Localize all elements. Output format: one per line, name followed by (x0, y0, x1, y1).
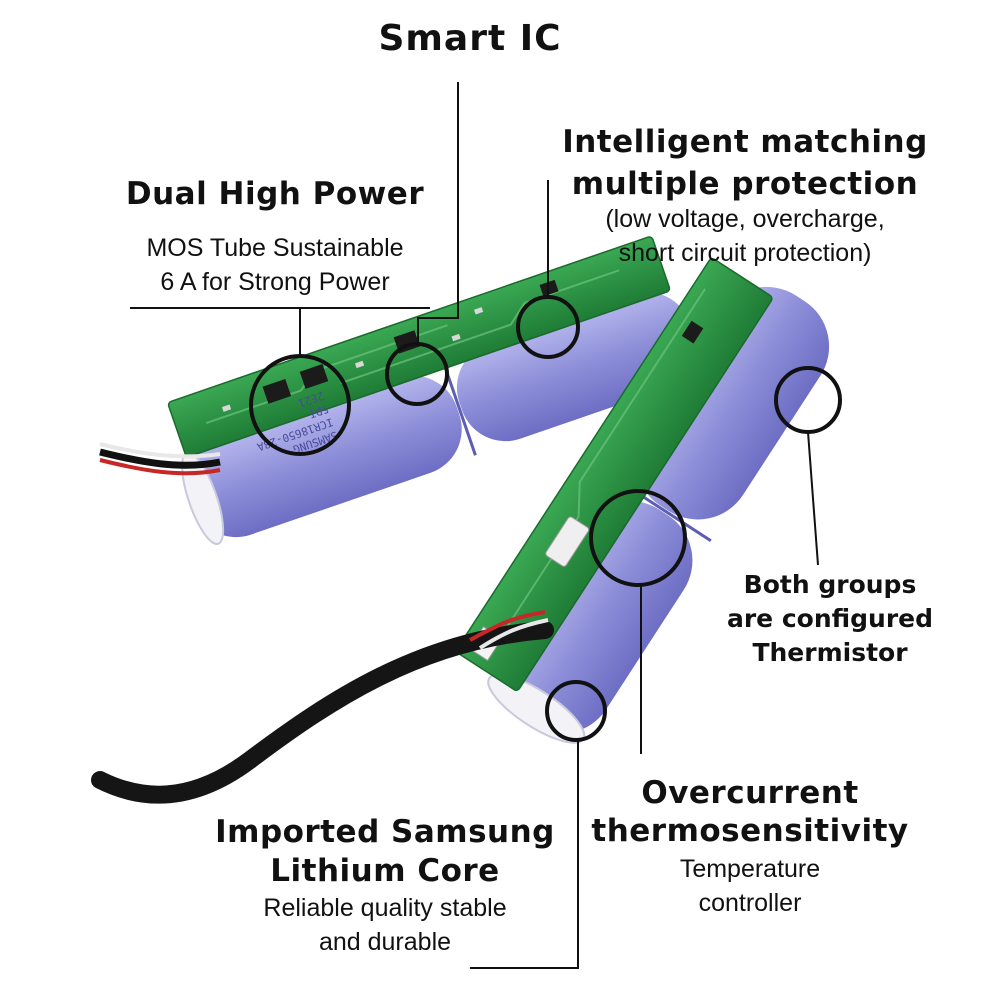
callout-circle-overcurrent (589, 489, 687, 587)
label-intelligent-matching-title2: multiple protection (571, 166, 919, 202)
label-dual-high-power-title: Dual High Power (125, 176, 425, 212)
cell-seam (442, 363, 477, 456)
label-samsung-title2: Lithium Core (270, 853, 500, 889)
callout-circle-cell-end (545, 680, 607, 742)
label-overcurrent-line1: Temperature (679, 855, 821, 883)
label-dual-high-power-line1: MOS Tube Sustainable (146, 234, 404, 262)
smd-component (451, 333, 461, 342)
label-thermistor-line1: Both groups (743, 570, 917, 599)
label-samsung-line2: and durable (318, 928, 452, 956)
label-overcurrent-line2: controller (698, 889, 802, 917)
smd-component (354, 360, 365, 369)
label-samsung-line1: Reliable quality stable (263, 894, 507, 922)
smd-component (473, 307, 484, 315)
pcb-traces-bottom (496, 288, 706, 644)
top-cable-wires (99, 448, 221, 469)
leader-thermistor (807, 431, 819, 566)
smd-component (221, 404, 232, 412)
label-intelligent-matching-line1: (low voltage, overcharge, (605, 205, 885, 233)
cell-1 (187, 375, 462, 538)
mos-chip-1 (262, 378, 292, 404)
top-cable-white-wire (99, 442, 221, 459)
label-samsung-title1: Imported Samsung (215, 814, 555, 850)
bottom-cable (91, 621, 554, 804)
top-cable-red-wire (99, 458, 221, 476)
bottom-cable-white-wire (478, 618, 549, 650)
cell-4 (635, 286, 830, 520)
label-intelligent-matching-line2: short circuit protection) (618, 239, 872, 267)
mos-chip-2 (299, 364, 329, 389)
thermistor-module (545, 516, 590, 567)
thermistor-chip (681, 320, 704, 344)
label-thermistor-line3: Thermistor (752, 638, 908, 667)
callout-lines (130, 82, 819, 969)
label-intelligent-matching-title1: Intelligent matching (562, 124, 928, 160)
leader-samsung (470, 740, 579, 969)
cell-2 (456, 292, 696, 442)
label-dual-high-power-line2: 6 A for Strong Power (160, 268, 390, 296)
label-overcurrent-title2: thermosensitivity (591, 813, 909, 849)
label-smart-ic: Smart IC (378, 18, 562, 59)
leader-dual-high-power (130, 307, 430, 356)
bottom-cable-red-wire (469, 610, 546, 642)
cell-print-line3: 5DI (307, 402, 330, 421)
cell-3 (498, 501, 693, 734)
label-overcurrent-title1: Overcurrent (641, 775, 859, 811)
bottom-battery-pack (456, 258, 830, 744)
label-thermistor-line2: are configured (726, 604, 934, 633)
protection-chip (539, 279, 559, 297)
top-battery-pack: SAMSUNG ICR18650-28A 5DI 2E21 (167, 236, 696, 545)
leader-smart-ic (417, 82, 459, 344)
